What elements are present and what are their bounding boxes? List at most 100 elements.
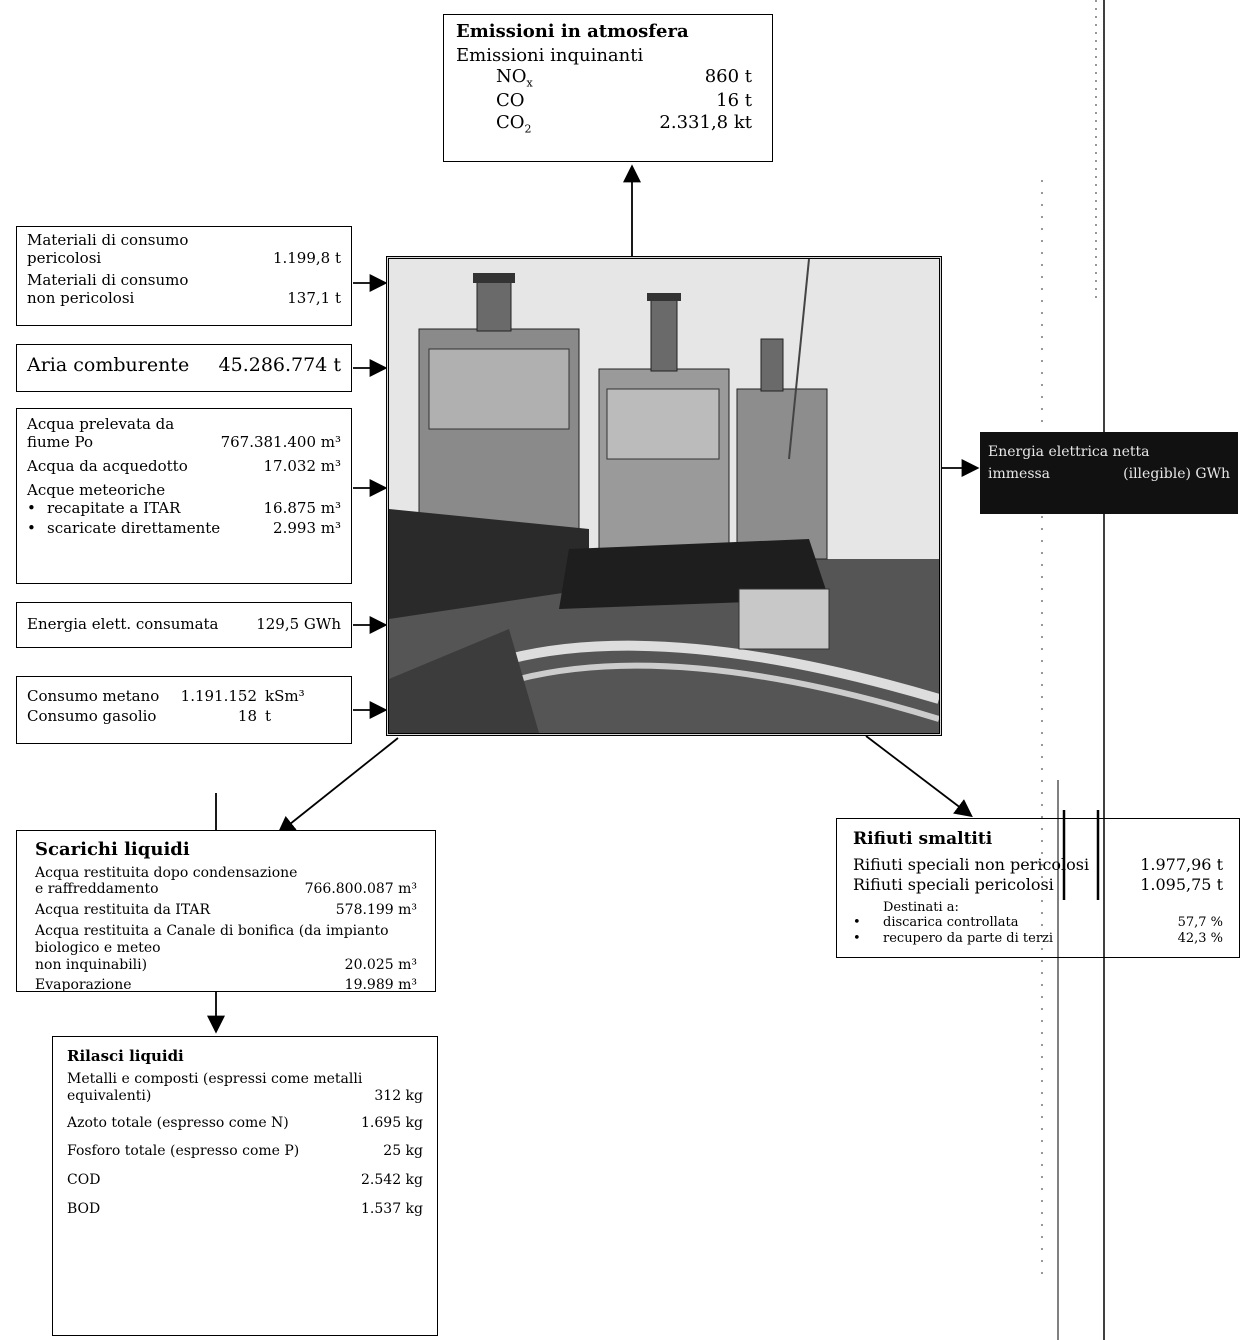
discharges-label: Evaporazione (35, 977, 132, 994)
energy-box: Energia elett. consumata 129,5 GWh (16, 602, 352, 648)
water-river-value: 767.381.400 m³ (220, 433, 341, 451)
output-energy-box: Energia elettrica netta immessa (illegib… (980, 432, 1238, 514)
waste-row: Rifiuti speciali non pericolosi 1.977,96… (853, 855, 1223, 874)
air-box: Aria comburente 45.286.774 t (16, 344, 352, 392)
fuel-value: 1.191.152 (180, 687, 257, 705)
output-energy-line1: Energia elettrica netta (988, 444, 1150, 460)
air-label: Aria comburente (27, 354, 190, 376)
energy-label: Energia elett. consumata (27, 615, 219, 633)
emission-value: 16 t (716, 89, 752, 111)
discharges-row: Evaporazione 19.989 m³ (35, 977, 417, 994)
emissions-subtitle: Emissioni inquinanti (456, 44, 644, 66)
output-energy-line2: immessa (988, 466, 1051, 482)
materials-value: 137,1 t (287, 289, 341, 307)
waste-dest-row: •discarica controllata 57,7 % (853, 915, 1223, 931)
waste-dest-item-value: 57,7 % (1177, 915, 1223, 931)
power-plant-image (389, 259, 939, 733)
fuel-box: Consumo metano 1.191.152 kSm³ Consumo ga… (16, 676, 352, 744)
emission-row: CO 16 t (496, 90, 752, 112)
discharges-box: Scarichi liquidi Acqua restituita dopo c… (16, 830, 436, 994)
water-aqueduct-value: 17.032 m³ (263, 457, 342, 475)
discharges-title: Scarichi liquidi (35, 839, 190, 860)
releases-row: Azoto totale (espresso come N) 1.695 kg (67, 1115, 423, 1132)
fuel-unit: t (265, 707, 272, 725)
water-rain-item-label: recapitate a ITAR (47, 499, 181, 517)
releases-value: 1.695 kg (361, 1114, 423, 1131)
discharges-row: Acqua restituita da ITAR 578.199 m³ (35, 902, 417, 919)
releases-value: 1.537 kg (361, 1200, 423, 1217)
releases-label: Azoto totale (espresso come N) (67, 1114, 289, 1131)
discharges-label: Acqua restituita dopo condensazione (35, 864, 298, 881)
water-rain-row: •recapitate a ITAR 16.875 m³ (27, 499, 341, 517)
emissions-title: Emissioni in atmosfera (456, 21, 689, 42)
water-aqueduct-row: Acqua da acquedotto 17.032 m³ (27, 457, 341, 475)
releases-label: Fosforo totale (espresso come P) (67, 1143, 300, 1160)
emission-label: CO2 (496, 111, 532, 136)
fuel-unit: kSm³ (265, 687, 305, 705)
waste-dest-item-value: 42,3 % (1177, 930, 1223, 946)
water-rain-item-value: 2.993 m³ (273, 519, 341, 537)
waste-dest-item-label: recupero da parte di terzi (883, 930, 1054, 946)
materials-label: Materiali di consumo (27, 231, 189, 249)
output-energy-value: (illegible) GWh (1123, 466, 1230, 482)
waste-box: Rifiuti smaltiti Rifiuti speciali non pe… (836, 818, 1240, 958)
energy-value: 129,5 GWh (256, 615, 341, 633)
discharges-label2: non inquinabili) (35, 956, 148, 973)
emission-row: CO2 2.331,8 kt (496, 112, 752, 136)
discharges-value: 20.025 m³ (344, 956, 417, 973)
air-value: 45.286.774 t (218, 354, 341, 376)
waste-dest-row: •recupero da parte di terzi 42,3 % (853, 930, 1223, 946)
water-rain-item-value: 16.875 m³ (263, 499, 342, 517)
releases-metals-label: Metalli e composti (espressi come metall… (67, 1071, 363, 1087)
discharges-label: Acqua restituita da ITAR (35, 902, 211, 919)
materials-box: Materiali di consumo pericolosi 1.199,8 … (16, 226, 352, 326)
water-rain-label: Acque meteoriche (27, 481, 166, 499)
fuel-value: 18 (237, 707, 257, 725)
discharges-row: e raffreddamento 766.800.087 m³ (35, 881, 417, 898)
emission-label: CO (496, 89, 525, 111)
waste-row: Rifiuti speciali pericolosi 1.095,75 t (853, 875, 1223, 894)
materials-label: Materiali di consumo (27, 271, 189, 289)
discharges-value: 578.199 m³ (335, 902, 417, 919)
waste-value: 1.977,96 t (1140, 855, 1223, 875)
waste-title: Rifiuti smaltiti (853, 829, 993, 849)
water-box: Acqua prelevata da fiume Po 767.381.400 … (16, 408, 352, 584)
discharges-label2: e raffreddamento (35, 881, 159, 898)
releases-row: BOD 1.537 kg (67, 1201, 423, 1218)
waste-value: 1.095,75 t (1140, 874, 1223, 894)
discharges-value: 766.800.087 m³ (304, 881, 417, 898)
water-rain-item-label: scaricate direttamente (47, 519, 221, 537)
water-river-label2: fiume Po (27, 433, 94, 451)
releases-value: 25 kg (383, 1143, 423, 1160)
releases-row: Fosforo totale (espresso come P) 25 kg (67, 1143, 423, 1160)
releases-value: 2.542 kg (361, 1172, 423, 1189)
materials-row: non pericolosi 137,1 t (27, 289, 341, 307)
waste-dest-item-label: discarica controllata (883, 915, 1019, 931)
arrow-to-waste (865, 735, 973, 818)
water-aqueduct-label: Acqua da acquedotto (27, 457, 188, 475)
discharges-row: non inquinabili) 20.025 m³ (35, 957, 417, 974)
output-energy-row: immessa (illegible) GWh (988, 466, 1230, 482)
fuel-label: Consumo gasolio (27, 707, 157, 725)
water-river-label: Acqua prelevata da (27, 415, 175, 433)
releases-box: Rilasci liquidi Metalli e composti (espr… (52, 1036, 438, 1336)
water-rain-row: •scaricate direttamente 2.993 m³ (27, 519, 341, 537)
waste-label: Rifiuti speciali non pericolosi (853, 855, 1090, 875)
releases-row: equivalenti) 312 kg (67, 1088, 423, 1105)
releases-label: COD (67, 1172, 101, 1189)
materials-value: 1.199,8 t (272, 249, 341, 267)
waste-label: Rifiuti speciali pericolosi (853, 874, 1054, 894)
emissions-box: Emissioni in atmosfera Emissioni inquina… (443, 14, 773, 162)
waste-dest-label: Destinati a: (883, 899, 959, 915)
materials-row: pericolosi 1.199,8 t (27, 249, 341, 267)
releases-metals-label2: equivalenti) (67, 1087, 152, 1104)
emission-value: 2.331,8 kt (659, 111, 752, 133)
water-river-row: fiume Po 767.381.400 m³ (27, 433, 341, 451)
materials-label: pericolosi (27, 249, 102, 267)
releases-metals-value: 312 kg (374, 1087, 423, 1104)
discharges-label: Acqua restituita a Canale di bonifica (d… (35, 922, 389, 956)
arrow-to-discharges (277, 737, 399, 835)
emission-row: NOx 860 t (496, 66, 752, 90)
discharges-value: 19.989 m³ (344, 977, 417, 994)
emission-label: NOx (496, 66, 533, 90)
